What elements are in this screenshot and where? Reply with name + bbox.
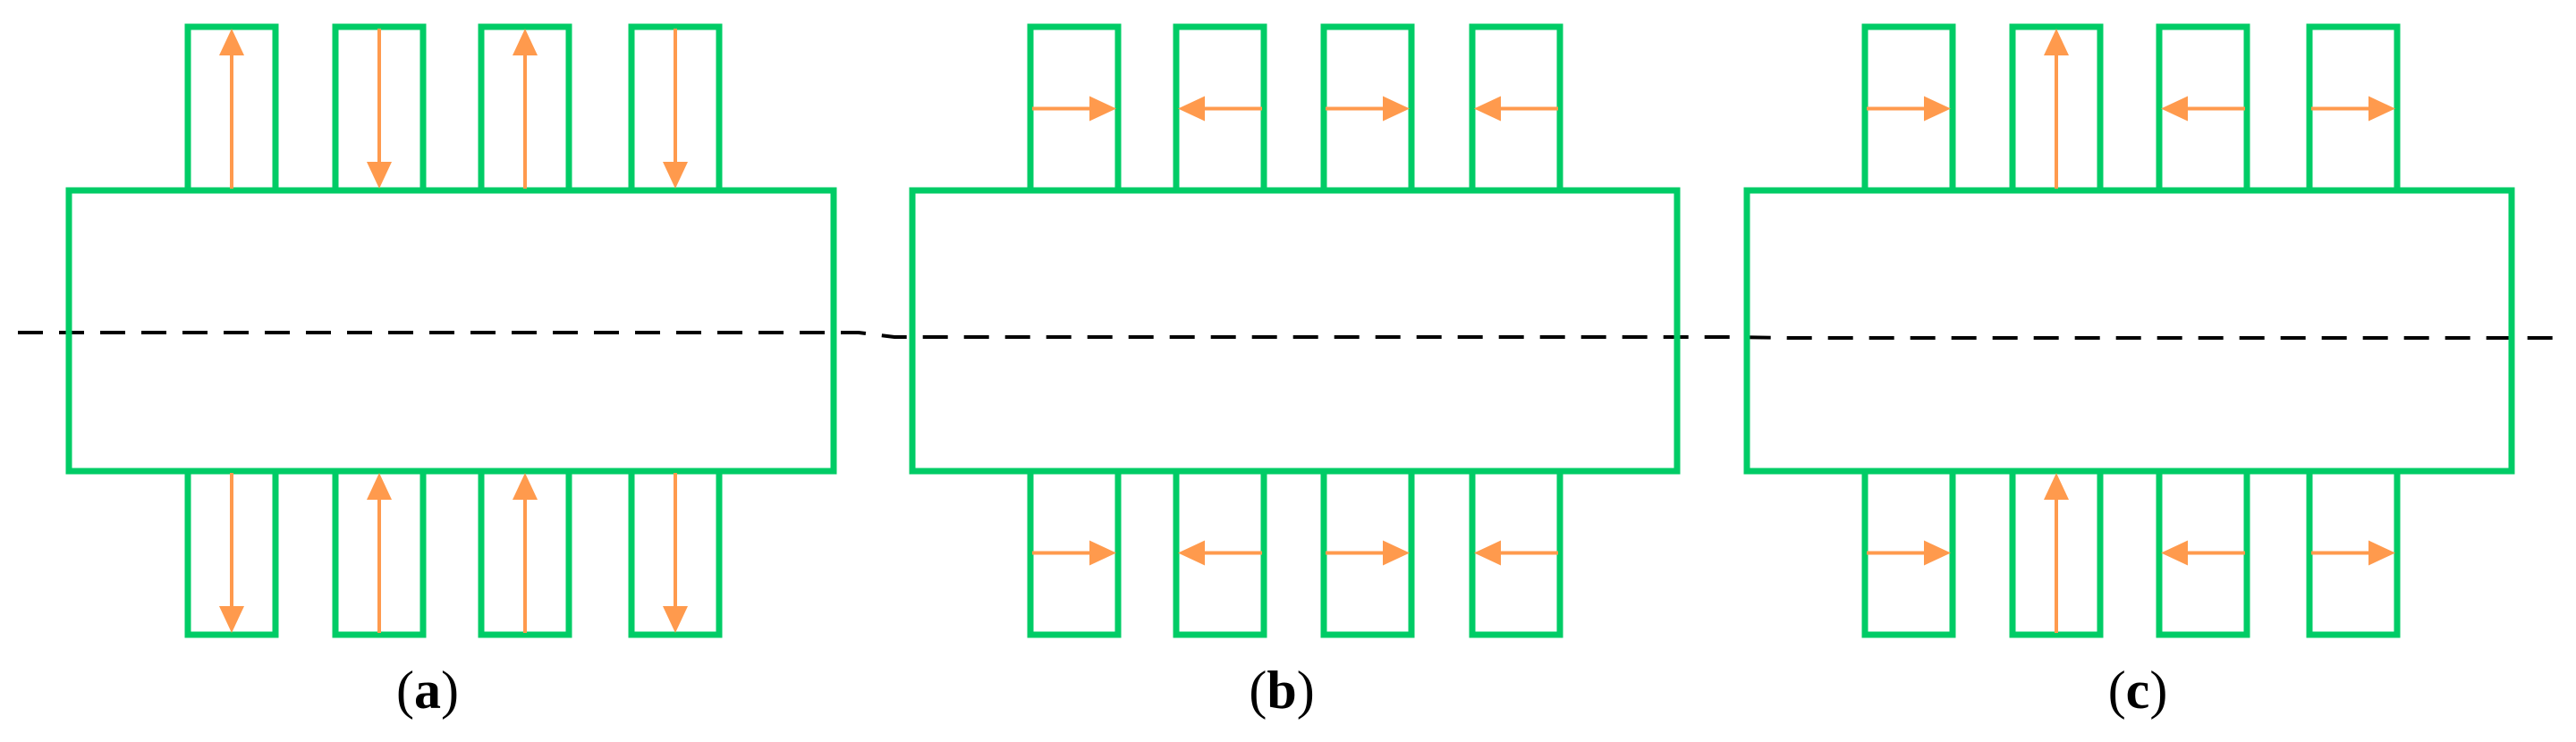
caption-b: (b) (1249, 661, 1315, 720)
panel-a-bottom-arrow-4 (663, 473, 688, 633)
panel-a-top-tab-1 (184, 23, 279, 194)
panel-a-bottom-arrow-2-head (367, 473, 392, 500)
panel-b-top-arrow-3 (1326, 96, 1410, 122)
panel-c-top-tab-4 (2306, 23, 2401, 194)
panel-b (909, 23, 1681, 638)
panel-c-top-arrow-3 (2161, 96, 2245, 122)
panel-b-top-tab-1 (1027, 23, 1122, 194)
panel-c-bottom-tab-2 (2009, 468, 2104, 638)
panel-a-body (65, 187, 837, 475)
panel-a-top-arrow-4 (663, 29, 688, 189)
panel-c-top-arrow-2-head (2044, 29, 2069, 55)
panel-a-bottom-arrow-1-head (219, 606, 244, 633)
panel-b-top-tab-3 (1320, 23, 1415, 194)
panel-a-top-tab-4 (628, 23, 723, 194)
panel-b-bottom-tab-4 (1469, 468, 1563, 638)
panel-a-top-arrow-1-head (219, 29, 244, 55)
caption-a: (a) (396, 661, 459, 720)
panel-a-top-arrow-4-head (663, 162, 688, 189)
panel-a-bottom-arrow-2 (367, 473, 392, 633)
panel-a-bottom-tab-2 (332, 468, 427, 638)
panel-b-top-arrow-1-head (1089, 96, 1116, 122)
panel-b-bottom-arrow-4 (1474, 540, 1558, 566)
panel-c-bottom-arrow-1 (1867, 540, 1951, 566)
panels-layer (65, 23, 2515, 638)
panel-c-bottom-tab-1 (1861, 468, 1956, 638)
panel-a-bottom-arrow-1 (219, 473, 244, 633)
panel-b-top-tab-4 (1469, 23, 1563, 194)
caption-a-letter: a (414, 661, 441, 720)
symmetry-axis-line (18, 331, 2567, 340)
panel-c-top-arrow-2 (2044, 29, 2069, 189)
panel-b-bottom-arrow-4-head (1474, 540, 1501, 566)
panel-c-top-tab-1 (1861, 23, 1956, 194)
panel-b-top-arrow-2-head (1178, 96, 1205, 122)
panel-b-bottom-arrow-2 (1178, 540, 1262, 566)
panel-c-top-arrow-4 (2311, 96, 2395, 122)
panel-b-bottom-arrow-3 (1326, 540, 1410, 566)
panel-a-bottom-arrow-4-head (663, 606, 688, 633)
panel-c-bottom-arrow-4 (2311, 540, 2395, 566)
panel-c-top-arrow-1-head (1924, 96, 1951, 122)
caption-c: (c) (2107, 661, 2168, 720)
panel-a-top-tab-2 (332, 23, 427, 194)
panel-b-top-arrow-4 (1474, 96, 1558, 122)
panel-c-bottom-tab-3 (2156, 468, 2250, 638)
panel-c (1743, 23, 2515, 638)
panel-a-top-arrow-3 (513, 29, 538, 189)
panel-c-top-tab-2 (2009, 23, 2104, 194)
panel-c-bottom-tab-4 (2306, 468, 2401, 638)
panel-c-bottom-arrow-3-head (2161, 540, 2188, 566)
panel-a-top-arrow-2-head (367, 162, 392, 189)
panel-c-top-arrow-4-head (2368, 96, 2395, 122)
panel-b-top-arrow-4-head (1474, 96, 1501, 122)
panel-b-top-arrow-1 (1032, 96, 1116, 122)
caption-b-letter: b (1267, 661, 1297, 720)
panel-c-top-arrow-1 (1867, 96, 1951, 122)
panel-c-top-arrow-3-head (2161, 96, 2188, 122)
panel-b-bottom-arrow-2-head (1178, 540, 1205, 566)
panel-b-top-arrow-3-head (1383, 96, 1410, 122)
panel-c-bottom-arrow-4-head (2368, 540, 2395, 566)
panel-b-top-tab-2 (1173, 23, 1267, 194)
panel-a-bottom-tab-4 (628, 468, 723, 638)
panel-a-bottom-arrow-3 (513, 473, 538, 633)
panel-a-top-arrow-3-head (513, 29, 538, 55)
panel-b-bottom-tab-2 (1173, 468, 1267, 638)
panel-a (65, 23, 837, 638)
panel-b-bottom-arrow-1-head (1089, 540, 1116, 566)
panel-c-bottom-arrow-3 (2161, 540, 2245, 566)
panel-c-bottom-arrow-2-head (2044, 473, 2069, 500)
panel-a-bottom-tab-3 (478, 468, 572, 638)
panel-b-top-arrow-2 (1178, 96, 1262, 122)
panel-b-bottom-tab-1 (1027, 468, 1122, 638)
panel-a-top-tab-3 (478, 23, 572, 194)
panel-a-bottom-arrow-3-head (513, 473, 538, 500)
panel-c-bottom-arrow-2 (2044, 473, 2069, 633)
panel-b-bottom-arrow-3-head (1383, 540, 1410, 566)
panel-a-bottom-tab-1 (184, 468, 279, 638)
panel-b-body (909, 187, 1681, 475)
panel-a-top-arrow-2 (367, 29, 392, 189)
caption-c-letter: c (2125, 661, 2150, 720)
panel-c-top-tab-3 (2156, 23, 2250, 194)
panel-c-body (1743, 187, 2515, 475)
panel-b-bottom-arrow-1 (1032, 540, 1116, 566)
panel-c-bottom-arrow-1-head (1924, 540, 1951, 566)
panel-b-bottom-tab-3 (1320, 468, 1415, 638)
panel-a-top-arrow-1 (219, 29, 244, 189)
